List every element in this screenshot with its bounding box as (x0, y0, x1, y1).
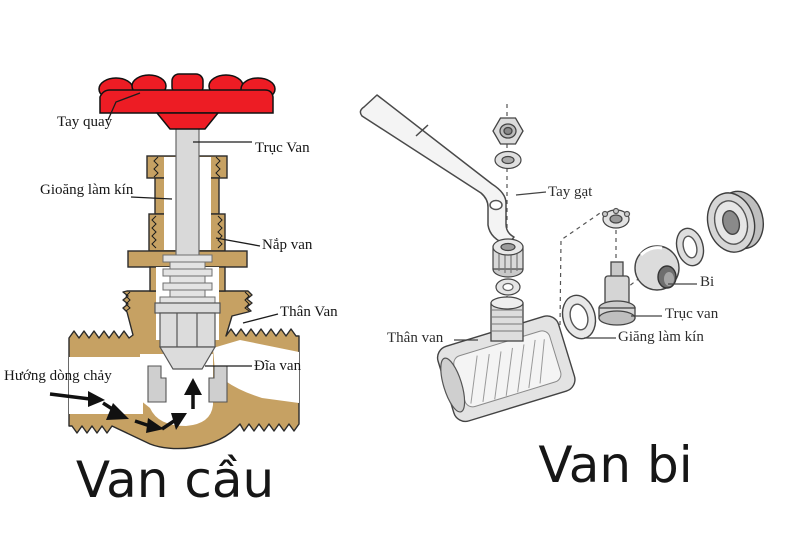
globe-valve-drawing (49, 73, 300, 450)
ball-valve-stem (598, 261, 636, 326)
handwheel (98, 73, 276, 130)
thread-marks (125, 156, 250, 312)
label-bi: Bi (700, 274, 715, 290)
label-truc-van: Trục Van (255, 140, 310, 156)
label-than-van-right: Thân van (387, 330, 444, 346)
valve-seats (147, 365, 228, 403)
leader-gioang-lam-kin (130, 196, 173, 200)
label-huong-dong-chay: Hướng dòng chảy (4, 368, 112, 384)
label-tay-gat: Tay gạt (548, 184, 593, 200)
leader-lines-right (454, 191, 697, 341)
title-van-bi: Van bi (538, 436, 693, 494)
leader-tay-quay (107, 92, 141, 121)
label-truc-van-right: Trục van (665, 306, 719, 322)
end-cap (706, 190, 764, 253)
threaded-stem (159, 254, 216, 304)
stem-washer (495, 278, 521, 296)
label-dia-van: Đĩa van (254, 358, 302, 374)
leader-than-van (242, 313, 279, 324)
label-giang-lam-kin: Giăng làm kín (618, 329, 704, 345)
title-van-cau: Van cầu (75, 451, 275, 509)
hex-nut (492, 117, 524, 145)
label-tay-quay: Tay quay (57, 114, 113, 130)
label-than-van: Thân Van (280, 304, 338, 320)
flow-arrows (49, 378, 202, 433)
gland-follower (601, 207, 631, 229)
lever-handle (359, 94, 515, 246)
leader-lines-left (107, 92, 279, 367)
packing-nut (492, 238, 524, 278)
seat-ring (675, 227, 705, 267)
ball-valve-body (436, 296, 576, 423)
leader-tay-gat (515, 191, 547, 196)
gasket-ring (561, 294, 597, 340)
label-gioang-lam-kin: Gioăng làm kín (40, 182, 134, 198)
body-neck (490, 296, 524, 342)
valve-disc (154, 302, 221, 370)
handle-washer (494, 150, 522, 170)
label-nap-van: Nắp van (262, 237, 313, 253)
ball-valve-drawing (359, 94, 764, 423)
leader-nap-van (215, 237, 261, 247)
ball (634, 245, 680, 291)
